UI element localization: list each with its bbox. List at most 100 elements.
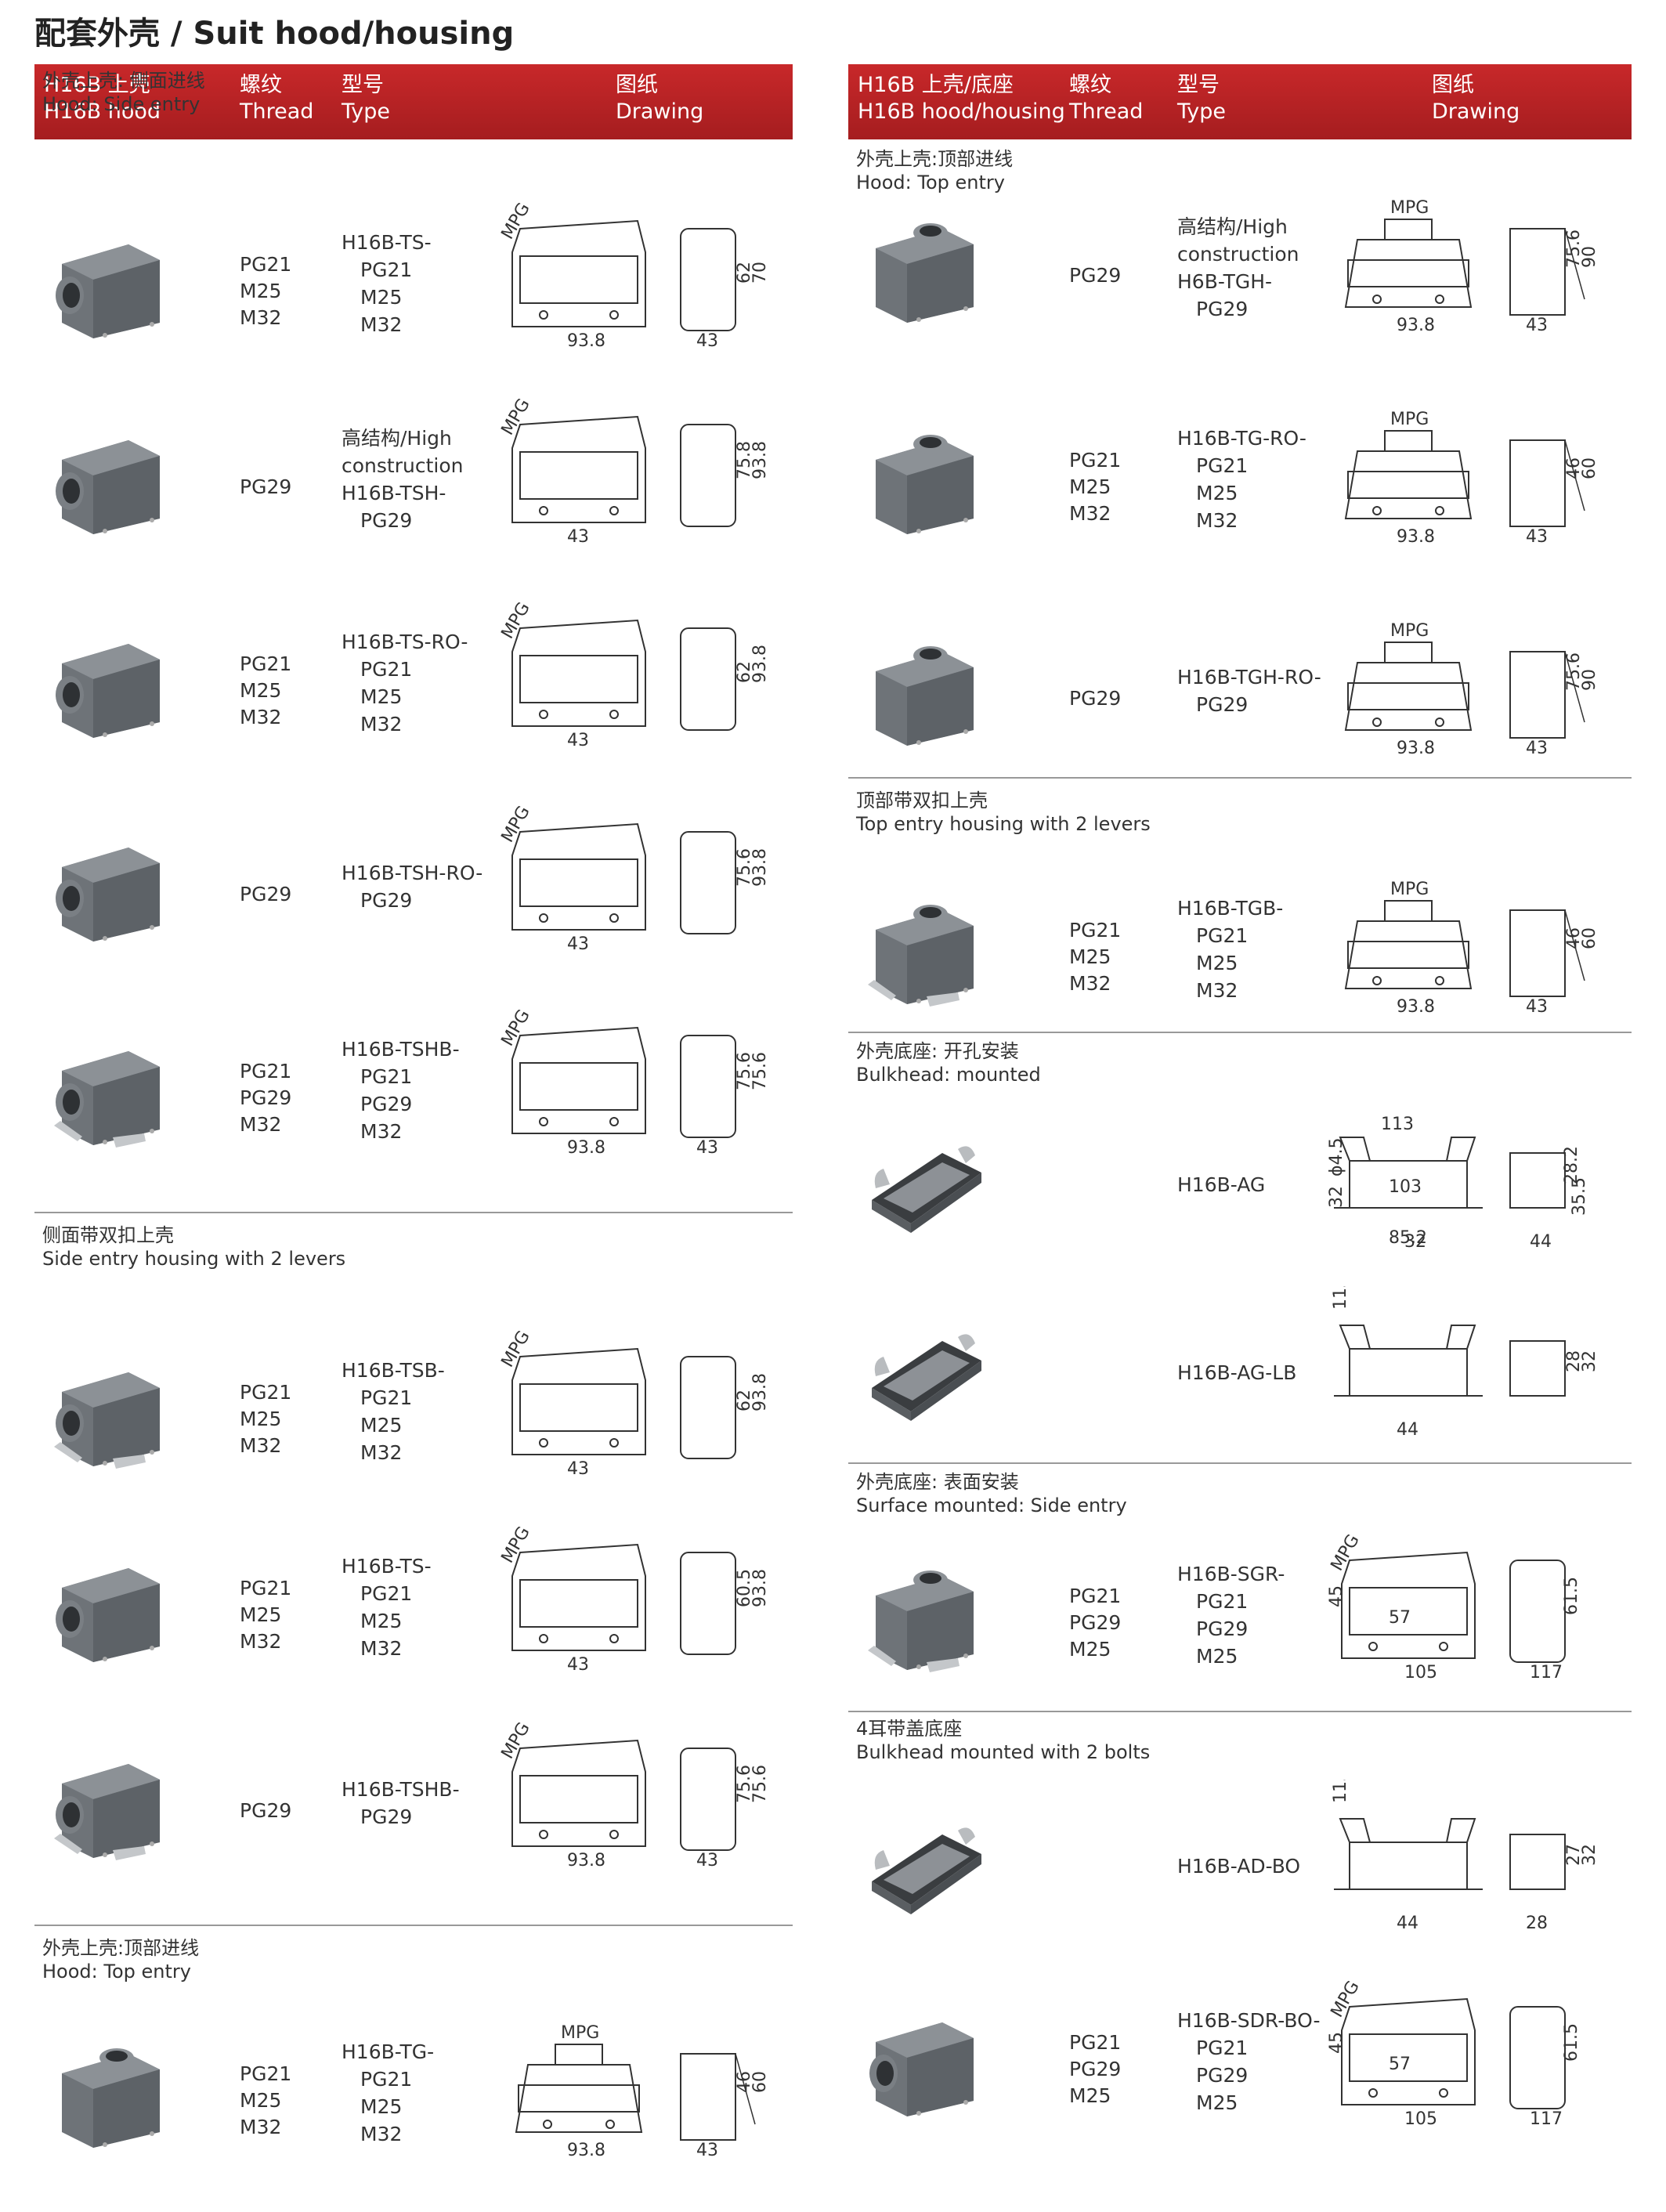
thread-value: M32 — [240, 306, 282, 329]
type-variant: M25 — [1196, 2091, 1238, 2114]
section-title-line: Top entry housing with 2 levers — [856, 813, 1151, 835]
dimension-label: 43 — [567, 1655, 589, 1675]
dimension-label: MPG — [561, 2023, 599, 2043]
row-separator — [848, 777, 1632, 779]
thread-value: M25 — [240, 280, 282, 302]
housing-render — [876, 223, 974, 323]
header-label-en: H16B hood — [44, 99, 161, 124]
dimension-label: 103 — [1389, 1177, 1422, 1197]
housing-render — [62, 2048, 160, 2148]
housing-render — [868, 905, 974, 1007]
dimension-label: MPG — [1390, 410, 1429, 429]
dimension-label: 57 — [1389, 2055, 1411, 2074]
type-variant: PG21 — [360, 658, 413, 681]
type-code: 高结构/High — [1177, 215, 1288, 238]
dimension-label: 60.5 — [735, 1569, 754, 1607]
type-variant: PG29 — [360, 509, 413, 532]
dimension-label: 61.5 — [1562, 2023, 1581, 2062]
thread-list: PG29 — [240, 881, 291, 908]
dimension-label: 60 — [1580, 457, 1599, 479]
dimension-label: 45 — [1327, 2032, 1346, 2054]
product-image — [856, 1991, 981, 2116]
dimension-label: MPG — [498, 1007, 534, 1050]
header-label-cn: 图纸 — [616, 73, 658, 97]
housing-render — [56, 1568, 160, 1662]
product-image — [42, 409, 168, 534]
header-label-cn: H16B 上壳 — [44, 73, 150, 97]
section-title-line: 外壳底座: 开孔安装 — [856, 1040, 1019, 1062]
thread-value: M32 — [240, 1630, 282, 1653]
type-variant: PG29 — [1196, 298, 1249, 320]
type-variant: M25 — [360, 685, 403, 708]
thread-value: PG21 — [1069, 919, 1122, 942]
dimension-label: 93.8 — [750, 645, 770, 683]
type-variant: PG29 — [360, 889, 413, 912]
dimension-label: MPG — [1328, 1978, 1364, 2021]
product-image — [42, 213, 168, 338]
housing-render — [872, 1334, 981, 1421]
type-code: H6B-TGH- — [1177, 270, 1273, 293]
thread-list: PG29 — [240, 1798, 291, 1824]
dimension-label: 75.6 — [735, 1052, 754, 1090]
type-variant: M32 — [360, 1441, 403, 1464]
type-code: H16B-TG-RO- — [1177, 427, 1306, 450]
thread-list: PG29 — [240, 474, 291, 501]
type-code: H16B-TS-RO- — [342, 631, 468, 653]
dimension-label: 90 — [1580, 669, 1599, 691]
type-list: H16B-TSHB-PG29 — [342, 1776, 460, 1831]
product-image — [42, 1733, 168, 1860]
dimension-label: 61.5 — [1562, 1577, 1581, 1615]
header-label-en: Type — [342, 99, 391, 124]
dimension-label: 44 — [1397, 1914, 1418, 1933]
header-label-cn: 型号 — [342, 73, 384, 97]
dimension-label: 28 — [1526, 1914, 1548, 1933]
dimension-label: MPG — [498, 396, 534, 439]
header-label-cn: H16B 上壳/底座 — [858, 73, 1014, 97]
dimension-label: 43 — [1526, 527, 1548, 547]
dimension-label: MPG — [1328, 1531, 1364, 1574]
type-variant: PG21 — [1196, 1590, 1249, 1613]
dimension-label: 32 — [1327, 1186, 1346, 1208]
type-variant: M25 — [1196, 482, 1238, 504]
product-image — [42, 613, 168, 738]
section-title-line: Hood: Side entry — [42, 93, 201, 115]
product-image — [856, 1114, 981, 1239]
thread-value: M25 — [240, 679, 282, 702]
dimension-label: MPG — [1390, 880, 1429, 899]
section-title-line: 侧面带双扣上壳 — [42, 1224, 174, 1246]
dimension-label: 93.8 — [1397, 316, 1435, 335]
dimension-label: 43 — [696, 331, 718, 351]
type-variant: M32 — [360, 1120, 403, 1143]
type-variant: PG21 — [360, 1386, 413, 1409]
section-title-line: 外壳上壳:顶部进线 — [42, 1937, 200, 1959]
dimension-label: 85.2 — [1389, 1228, 1427, 1248]
header-label-cn: 螺纹 — [1069, 73, 1111, 97]
dimension-label: 44 — [1397, 1420, 1418, 1440]
dimension-label: 35.5 — [1570, 1177, 1589, 1216]
